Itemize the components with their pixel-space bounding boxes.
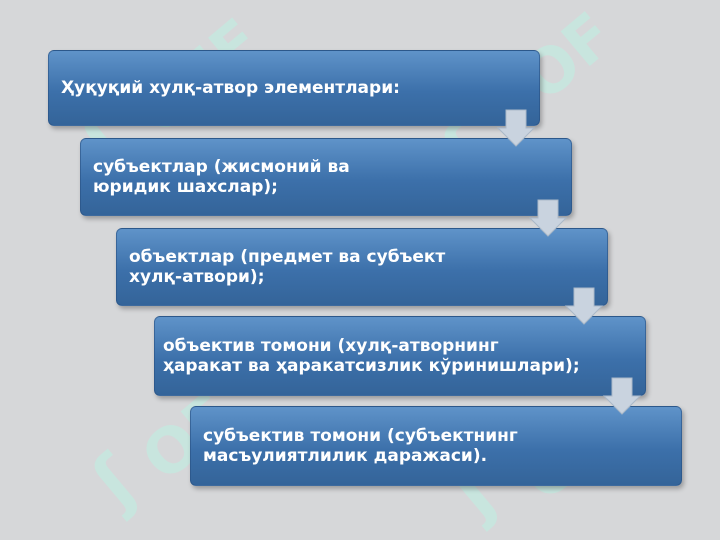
down-arrow-icon bbox=[528, 198, 568, 238]
step-1-label: Ҳуқуқий хулқ-атвор элементлари: bbox=[61, 77, 400, 98]
step-2-label: субъектлар (жисмоний ва юридик шахслар); bbox=[93, 156, 350, 197]
step-3-label: объектлар (предмет ва субъект хулқ-атвор… bbox=[129, 246, 446, 287]
step-4-label: объектив томони (хулқ-атворнинг ҳаракат … bbox=[163, 335, 580, 376]
process-step-4: объектив томони (хулқ-атворнинг ҳаракат … bbox=[154, 316, 646, 396]
process-step-3: объектлар (предмет ва субъект хулқ-атвор… bbox=[116, 228, 608, 306]
process-step-2: субъектлар (жисмоний ва юридик шахслар); bbox=[80, 138, 572, 216]
process-step-5: субъектив томони (субъектнинг масъулиятл… bbox=[190, 406, 682, 486]
down-arrow-icon bbox=[602, 376, 642, 416]
down-arrow-icon bbox=[496, 108, 536, 148]
process-step-1: Ҳуқуқий хулқ-атвор элементлари: bbox=[48, 50, 540, 126]
watermark-logo-icon: ʃ bbox=[77, 440, 153, 522]
step-5-label: субъектив томони (субъектнинг масъулиятл… bbox=[203, 425, 518, 466]
down-arrow-icon bbox=[564, 286, 604, 326]
